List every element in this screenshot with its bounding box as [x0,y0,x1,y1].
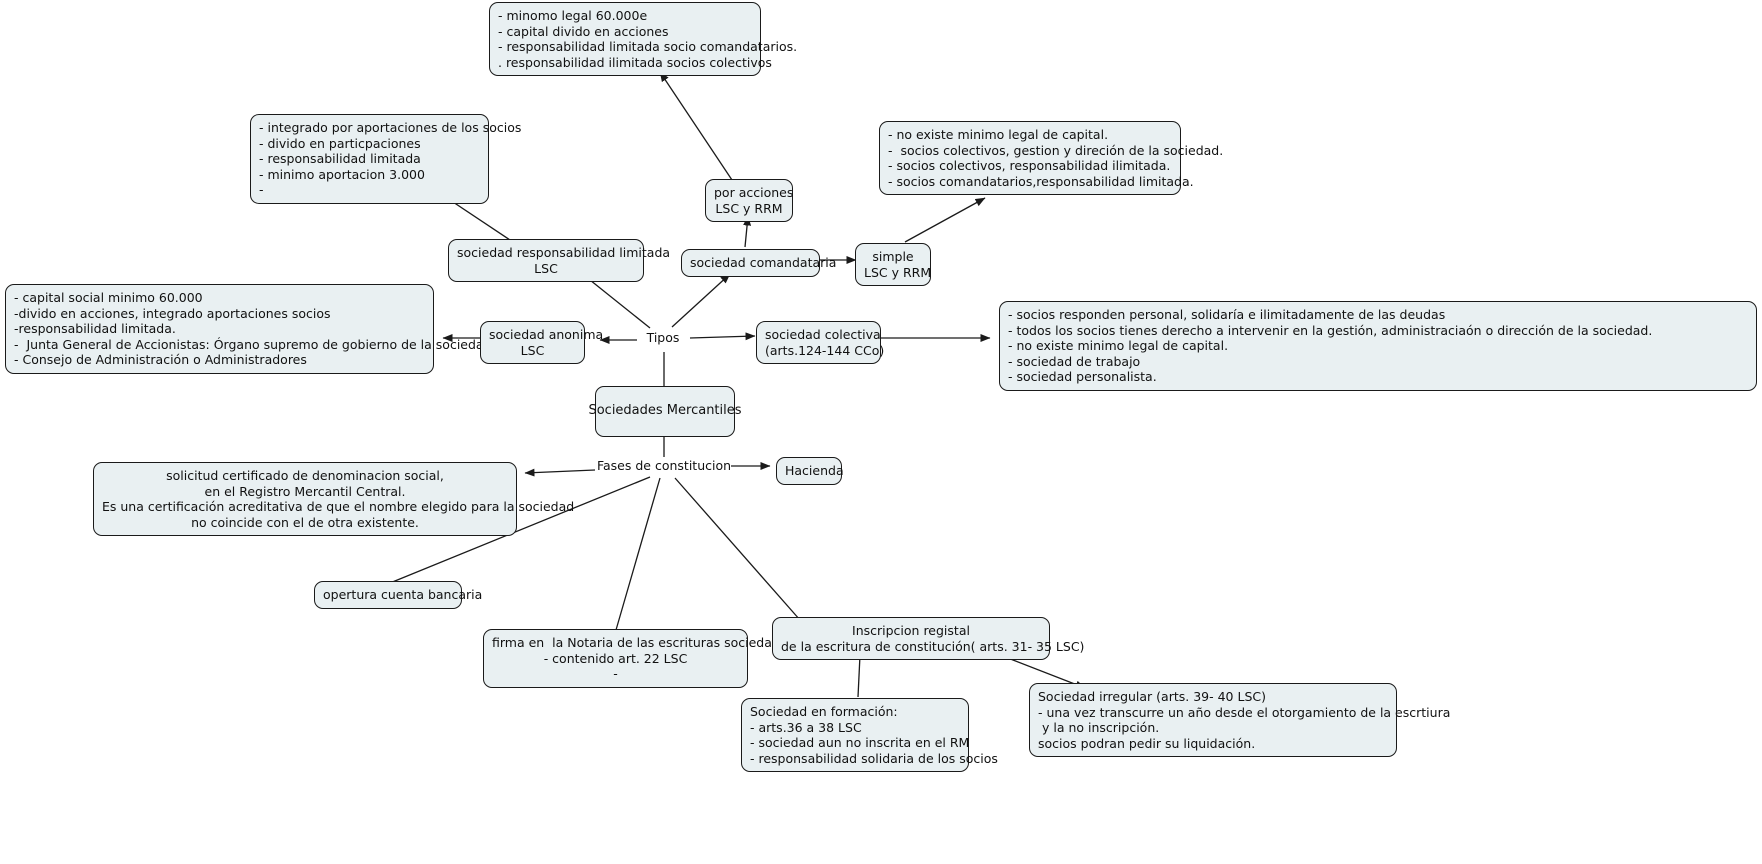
node-hacienda[interactable]: Hacienda [776,457,844,485]
node-sociedad-en-formacion[interactable]: Sociedad en formación: - arts.36 a 38 LS… [741,698,998,773]
node-sociedad-responsabilidad-limitada[interactable]: sociedad responsabilidad limitada LSC [448,239,670,283]
node-sociedad-colectiva[interactable]: sociedad colectiva (arts.124-144 CCo) [756,321,884,365]
link-fases-certificado [524,468,596,477]
node-notaria[interactable]: firma en la Notaria de las escrituras so… [483,629,784,688]
node-sociedad-colectiva-detalle[interactable]: - socios responden personal, solidaría e… [999,301,1757,391]
link-simple-detalle [904,197,986,243]
node-por-acciones[interactable]: por acciones LSC y RRM [705,179,793,223]
node-sociedad-comandataria[interactable]: sociedad comandataria [681,249,836,277]
node-sociedad-rl-detalle[interactable]: - integrado por aportaciones de los soci… [250,114,521,204]
node-sociedad-anonima[interactable]: sociedad anonima LSC [480,321,603,365]
link-fases-notaria [615,477,661,631]
node-root-sociedades-mercantiles[interactable]: Sociedades Mercantiles [588,386,742,437]
node-tipos[interactable]: Tipos [646,330,680,345]
link-tipos-colectiva [689,332,756,341]
node-simple-detalle[interactable]: - no existe minimo legal de capital. - s… [879,121,1223,196]
node-por-acciones-detalle[interactable]: - minomo legal 60.000e - capital divido … [489,2,797,77]
node-certificado-denominacion[interactable]: solicitud certificado de denominacion so… [93,462,574,537]
node-inscripcion-registal[interactable]: Inscripcion registal de la escritura de … [772,617,1084,661]
node-sociedad-irregular[interactable]: Sociedad irregular (arts. 39- 40 LSC) - … [1029,683,1450,758]
link-poracciones-detalle [659,71,733,181]
node-simple[interactable]: simple LSC y RRM [855,243,931,287]
link-inscripcion-formacion [857,654,861,698]
link-tipos-comandataria [671,273,731,328]
node-opertura-cuenta-bancaria[interactable]: opertura cuenta bancaria [314,581,482,609]
node-fases-de-constitucion[interactable]: Fases de constitucion [596,458,732,473]
link-fases-inscripcion [674,477,801,621]
node-sociedad-anonima-detalle[interactable]: - capital social minimo 60.000 -divido e… [5,284,495,374]
